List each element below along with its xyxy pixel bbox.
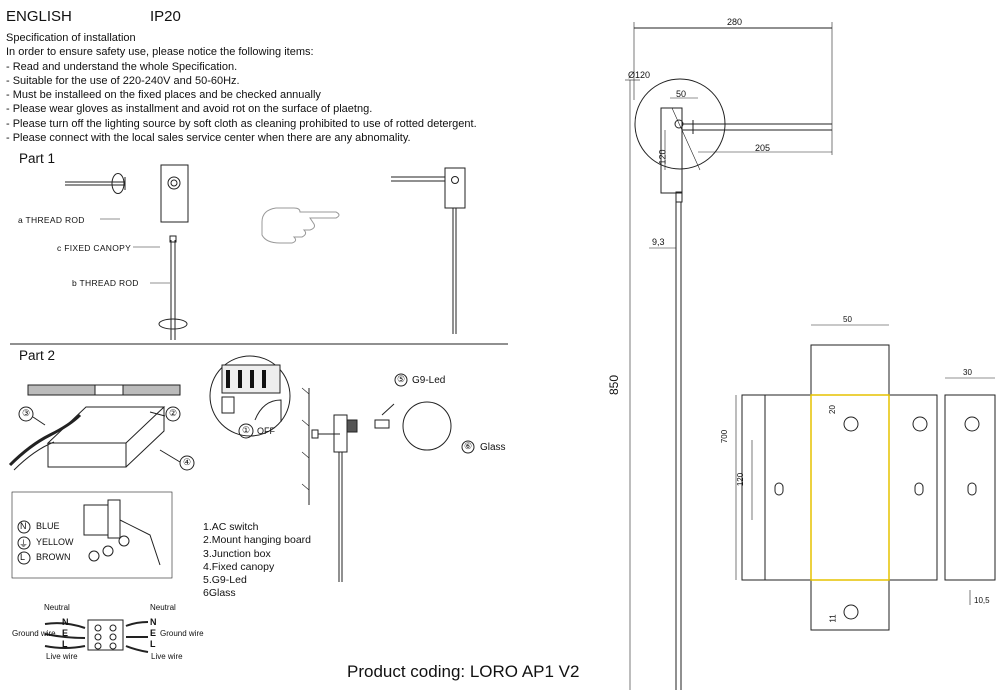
thread-rod-b-drawing <box>150 235 188 340</box>
dim-120-canopy: 120 <box>657 149 668 165</box>
dim-280: 280 <box>727 17 743 27</box>
switch-detail <box>209 355 291 439</box>
spec-intro: In order to ensure safety use, please no… <box>6 46 314 59</box>
spec-item: - Please turn off the lighting source by… <box>6 117 477 130</box>
wiring-ground-left: Ground wire <box>12 629 56 638</box>
wiring-e-right: E <box>150 628 157 638</box>
wiring-e-left: E <box>62 628 69 638</box>
spec-item: - Please wear gloves as installment and … <box>6 103 373 116</box>
pointing-hand-icon <box>261 207 340 244</box>
dim-30: 30 <box>963 368 972 377</box>
dim-850: 850 <box>607 374 622 396</box>
ground-icon: ⏚ <box>19 539 29 549</box>
spec-item: - Please connect with the local sales se… <box>6 132 411 145</box>
dim-11: 11 <box>828 614 838 623</box>
dim-20: 20 <box>827 405 837 414</box>
glass-shade <box>402 401 452 451</box>
parts-list-item: 1.AC switch <box>203 521 259 533</box>
dimension-drawing <box>625 22 833 690</box>
callout-5: ⑤ <box>397 374 406 384</box>
wall-fixture-drawing <box>301 387 358 582</box>
wire-n-letter: N <box>20 521 27 531</box>
ip-rating: IP20 <box>150 8 181 25</box>
thread-rod-a-label: a THREAD ROD <box>18 215 85 225</box>
wiring-neutral-right: Neutral <box>150 603 176 612</box>
part2-title: Part 2 <box>19 348 56 363</box>
wiring-live-left: Live wire <box>46 652 78 661</box>
parts-list-item: 5.G9-Led <box>203 574 247 587</box>
dim-50-plate: 50 <box>843 315 852 324</box>
parts-list-item: 4.Fixed canopy <box>203 560 275 573</box>
callout-3: ③ <box>22 408 31 418</box>
parts-list-item: 6Glass <box>203 587 236 600</box>
dim-700: 700 <box>720 429 730 444</box>
wiring-live-right: Live wire <box>151 652 183 661</box>
dim-205: 205 <box>755 143 771 153</box>
thread-rod-b-label: b THREAD ROD <box>72 278 139 288</box>
wiring-neutral-left: Neutral <box>44 603 70 612</box>
parts-list-item: 2.Mount hanging board <box>203 534 311 547</box>
product-coding: Product coding: LORO AP1 V2 <box>347 662 580 681</box>
wiring-detail-frame <box>11 491 173 579</box>
spec-title: Specification of installation <box>6 32 136 44</box>
dim-50-arm: 50 <box>676 89 687 99</box>
wire-l-letter: L <box>20 552 26 562</box>
callout-6: ⑥ <box>464 441 473 451</box>
wiring-diagram <box>44 619 149 653</box>
dim-9-3: 9,3 <box>652 237 665 247</box>
assembled-fixture-drawing <box>391 167 466 334</box>
dim-10-5: 10,5 <box>974 596 990 605</box>
switch-off-label: OFF <box>257 426 275 436</box>
connector-detail <box>83 499 161 566</box>
callout-1: ① <box>242 425 251 435</box>
language-label: ENGLISH <box>6 8 72 25</box>
parts-list-item: 3.Junction box <box>203 547 271 560</box>
callout-4: ④ <box>183 457 192 467</box>
thread-rod-a-drawing <box>65 173 126 220</box>
spec-item: - Must be installeed on the fixed places… <box>6 89 321 102</box>
mounting-plate-drawing <box>735 324 996 631</box>
wire-brown-label: BROWN <box>36 552 71 562</box>
wire-blue-label: BLUE <box>36 521 60 531</box>
wiring-n-right: N <box>150 617 157 627</box>
dim-diameter: Ø120 <box>628 70 651 80</box>
dim-120-plate: 120 <box>736 472 746 487</box>
specification-block: Specification of installation In order t… <box>6 31 477 145</box>
parts-list: 1.AC switch 2.Mount hanging board 3.Junc… <box>203 521 311 601</box>
g9-led-label: G9-Led <box>412 375 446 386</box>
g9-led-bulb <box>374 403 395 429</box>
wiring-ground-right: Ground wire <box>160 629 204 638</box>
wiring-l-right: L <box>150 639 156 649</box>
solid-marks <box>226 370 266 388</box>
wiring-n-left: N <box>62 617 69 627</box>
mount-board-drawing <box>8 384 195 471</box>
spec-item: - Read and understand the whole Specific… <box>6 60 238 73</box>
wire-legend-icons <box>17 520 31 565</box>
glass-label: Glass <box>480 442 506 453</box>
canopy-drawing <box>133 164 189 248</box>
wire-yellow-label: YELLOW <box>36 537 74 547</box>
wiring-l-left: L <box>62 639 68 649</box>
fixed-canopy-label: c FIXED CANOPY <box>57 243 132 253</box>
callout-2: ② <box>169 408 178 418</box>
part1-title: Part 1 <box>19 151 56 166</box>
spec-item: - Suitable for the use of 220-240V and 5… <box>6 74 240 87</box>
